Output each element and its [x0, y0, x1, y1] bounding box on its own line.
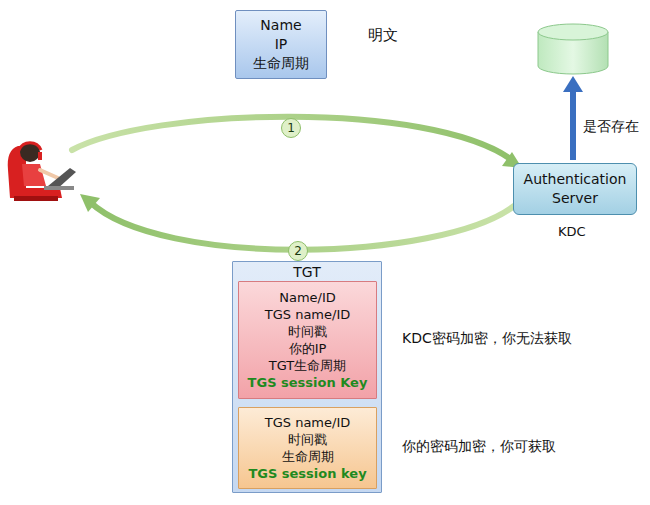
arrow-head	[80, 194, 100, 212]
encrypted-part: Name/IDTGS name/ID时间戳你的IPTGT生命周期TGS sess…	[238, 281, 377, 399]
node-text: TGS name/ID	[242, 414, 373, 431]
ticket-box: TGTName/IDTGS name/ID时间戳你的IPTGT生命周期TGS s…	[232, 261, 382, 493]
node-text: Authentication Server	[517, 170, 633, 208]
node-text: TGS name/ID	[242, 306, 373, 323]
node-text: 你的IP	[242, 340, 373, 357]
callout-number: 1	[281, 118, 301, 138]
encrypted-part: TGS name/ID时间戳生命周期TGS session key	[238, 407, 377, 489]
user-figure	[8, 142, 76, 201]
note-label: KDC密码加密，你无法获取	[402, 330, 572, 348]
node-text: 生命周期	[239, 54, 323, 73]
arrow-head	[563, 76, 583, 92]
node-text: TGT	[236, 264, 378, 280]
server-box: Authentication ServerKDC	[513, 163, 637, 215]
node-text: 时间戳	[242, 431, 373, 448]
node-text: IP	[239, 35, 323, 54]
note-label: 是否存在	[583, 118, 639, 136]
request-arc	[72, 117, 512, 160]
note-label: 明文	[368, 26, 398, 45]
query-arrow	[570, 88, 576, 160]
node-text: TGS session key	[242, 465, 373, 482]
node-text: 生命周期	[242, 448, 373, 465]
callout-number: 2	[288, 241, 308, 261]
message-box: NameIP生命周期	[235, 10, 327, 79]
node-text: 时间戳	[242, 323, 373, 340]
node-text: Name	[239, 16, 323, 35]
note-label: 你的密码加密，你可获取	[402, 438, 556, 456]
database-cylinder	[538, 24, 608, 74]
node-text: TGT生命周期	[242, 357, 373, 374]
server-caption: KDC	[558, 222, 586, 241]
node-text: Name/ID	[242, 289, 373, 306]
node-text: TGS session Key	[242, 374, 373, 391]
